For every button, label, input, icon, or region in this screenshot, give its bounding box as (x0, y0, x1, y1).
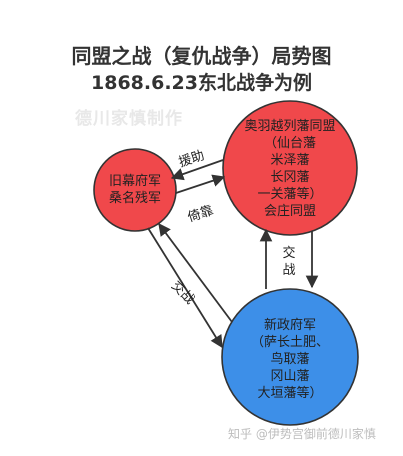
government-line-5: 大垣藩等） (257, 386, 323, 401)
government-line-2: （萨长土肥、 (250, 335, 329, 350)
government-line-3: 鸟取藩 (270, 352, 310, 367)
government-line-1: 新政府军 (263, 318, 316, 333)
node-shogunate-label: 旧幕府军 桑名残军 (95, 173, 175, 207)
shogunate-line-1: 旧幕府军 (108, 174, 161, 189)
edge-battle-left-arrow-up (158, 222, 233, 323)
node-government-label: 新政府军 （萨长土肥、 鸟取藩 冈山藩 大垣藩等） (225, 317, 355, 402)
node-alliance-circle (222, 100, 358, 236)
edge-battle-left-arrow-down (147, 227, 223, 349)
alliance-line-5: 一关藩等） (257, 187, 323, 202)
node-government-circle (221, 288, 359, 426)
alliance-line-3: 米泽藩 (270, 153, 310, 168)
alliance-line-6: 会庄同盟 (263, 204, 316, 219)
edge-rely-arrow (175, 174, 226, 194)
edge-aid-arrow (170, 159, 224, 181)
watermark-bottom: 知乎 @伊势宫御前德川家慎 (228, 427, 376, 441)
shogunate-line-2: 桑名残军 (108, 191, 161, 206)
watermark-top: 德川家慎制作 (75, 109, 183, 129)
title-line-2: 1868.6.23东北战争为例 (91, 72, 312, 94)
alliance-line-4: 长冈藩 (270, 170, 310, 185)
alliance-line-2: （仙台藩 (263, 136, 316, 151)
title-line-1: 同盟之战（复仇战争）局势图 (71, 44, 332, 68)
alliance-line-1: 奥羽越列藩同盟 (244, 119, 336, 134)
node-shogunate-circle (93, 148, 177, 232)
node-alliance-label: 奥羽越列藩同盟 （仙台藩 米泽藩 长冈藩 一关藩等） 会庄同盟 (220, 118, 360, 220)
edge-battle-right-label: 交战 (282, 246, 296, 278)
government-line-4: 冈山藩 (270, 369, 310, 384)
